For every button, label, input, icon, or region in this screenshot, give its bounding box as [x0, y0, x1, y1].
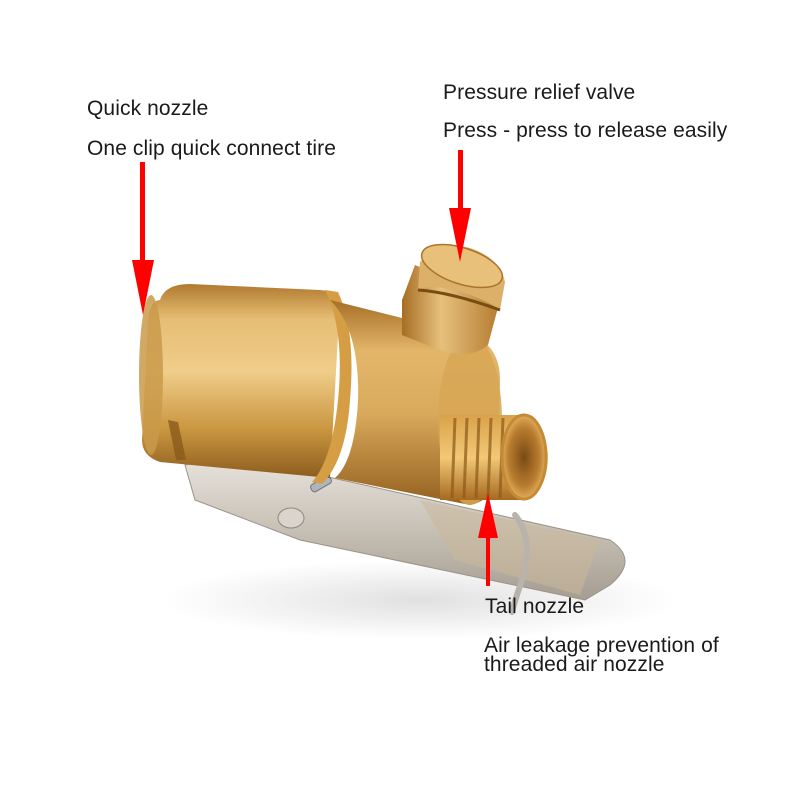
tail-nozzle-description-line2: threaded air nozzle	[484, 653, 665, 676]
pressure-relief-valve-description: Press - press to release easily	[443, 119, 728, 142]
arrow-down-icon	[132, 162, 154, 315]
arrow-head	[478, 493, 498, 538]
arrow-shaft	[486, 536, 490, 586]
tail-nozzle-title: Tail nozzle	[485, 595, 585, 618]
arrow-up-icon	[478, 493, 498, 586]
arrow-shaft	[458, 150, 463, 210]
quick-nozzle-body	[139, 284, 340, 478]
tail-nozzle-description-line1: Air leakage prevention of	[484, 634, 719, 657]
arrow-shaft	[140, 162, 145, 262]
collar	[312, 290, 352, 484]
quick-nozzle-description: One clip quick connect tire	[87, 137, 336, 160]
pressure-relief-valve	[402, 243, 505, 354]
pressure-relief-valve-title: Pressure relief valve	[443, 81, 636, 104]
clip-lever	[184, 454, 626, 615]
arrow-down-icon	[449, 150, 471, 262]
tail-nozzle-thread	[440, 413, 548, 501]
arrow-head	[132, 260, 154, 315]
arrow-head	[449, 208, 471, 262]
quick-nozzle-title: Quick nozzle	[87, 97, 209, 120]
